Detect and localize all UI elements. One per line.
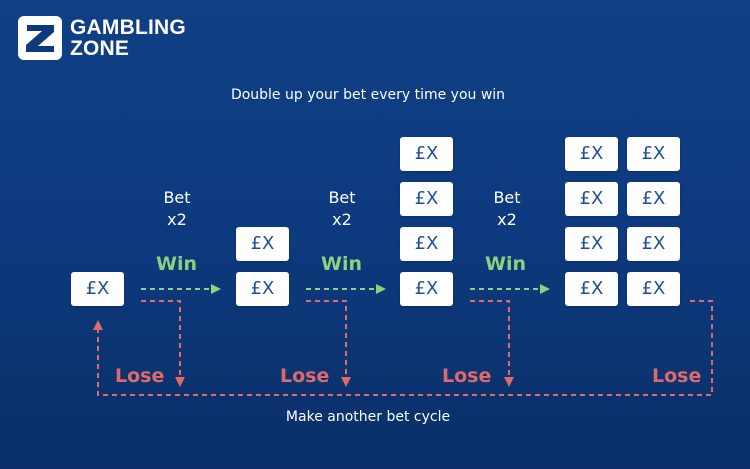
win-label: Win <box>485 253 526 275</box>
z-logo-icon <box>18 16 62 60</box>
bet-label-line-1: Bet <box>163 188 191 207</box>
bet-chip: £X <box>236 227 289 261</box>
win-label: Win <box>156 253 197 275</box>
cycle-loop-arrow <box>93 300 713 396</box>
bet-chip: £X <box>400 182 453 216</box>
logo-line-1: GAMBLING <box>70 16 186 39</box>
bet-chip: £X <box>400 227 453 261</box>
bet-double-label: Bet x2 <box>477 187 537 231</box>
bet-chip: £X <box>400 137 453 171</box>
lose-label: Lose <box>115 365 165 387</box>
bet-label-line-1: Bet <box>493 188 521 207</box>
bet-chip: £X <box>400 272 453 306</box>
bet-chip: £X <box>627 137 680 171</box>
bet-double-label: Bet x2 <box>312 187 372 231</box>
logo-line-2: ZONE <box>70 37 130 60</box>
lose-label: Lose <box>442 365 492 387</box>
bet-label-line-1: Bet <box>328 188 356 207</box>
bottom-caption: Make another bet cycle <box>285 409 451 425</box>
bet-chip: £X <box>627 272 680 306</box>
lose-arrow <box>141 300 185 387</box>
bet-chip: £X <box>565 227 618 261</box>
logo-text: GAMBLING ZONE <box>70 17 186 59</box>
lose-arrow <box>470 300 514 387</box>
bet-chip: £X <box>565 272 618 306</box>
bet-label-line-2: x2 <box>332 210 352 229</box>
bet-chip: £X <box>627 227 680 261</box>
bet-label-line-2: x2 <box>167 210 187 229</box>
top-caption: Double up your bet every time you win <box>230 87 506 103</box>
bet-chip: £X <box>565 182 618 216</box>
bet-double-label: Bet x2 <box>147 187 207 231</box>
win-label: Win <box>321 253 362 275</box>
gambling-zone-logo: GAMBLING ZONE <box>18 16 186 60</box>
bet-chip: £X <box>627 182 680 216</box>
bet-chip: £X <box>236 272 289 306</box>
bet-chip: £X <box>71 272 124 306</box>
bet-chip: £X <box>565 137 618 171</box>
lose-label: Lose <box>280 365 330 387</box>
bet-label-line-2: x2 <box>497 210 517 229</box>
lose-arrow <box>306 300 351 387</box>
lose-label: Lose <box>652 365 702 387</box>
